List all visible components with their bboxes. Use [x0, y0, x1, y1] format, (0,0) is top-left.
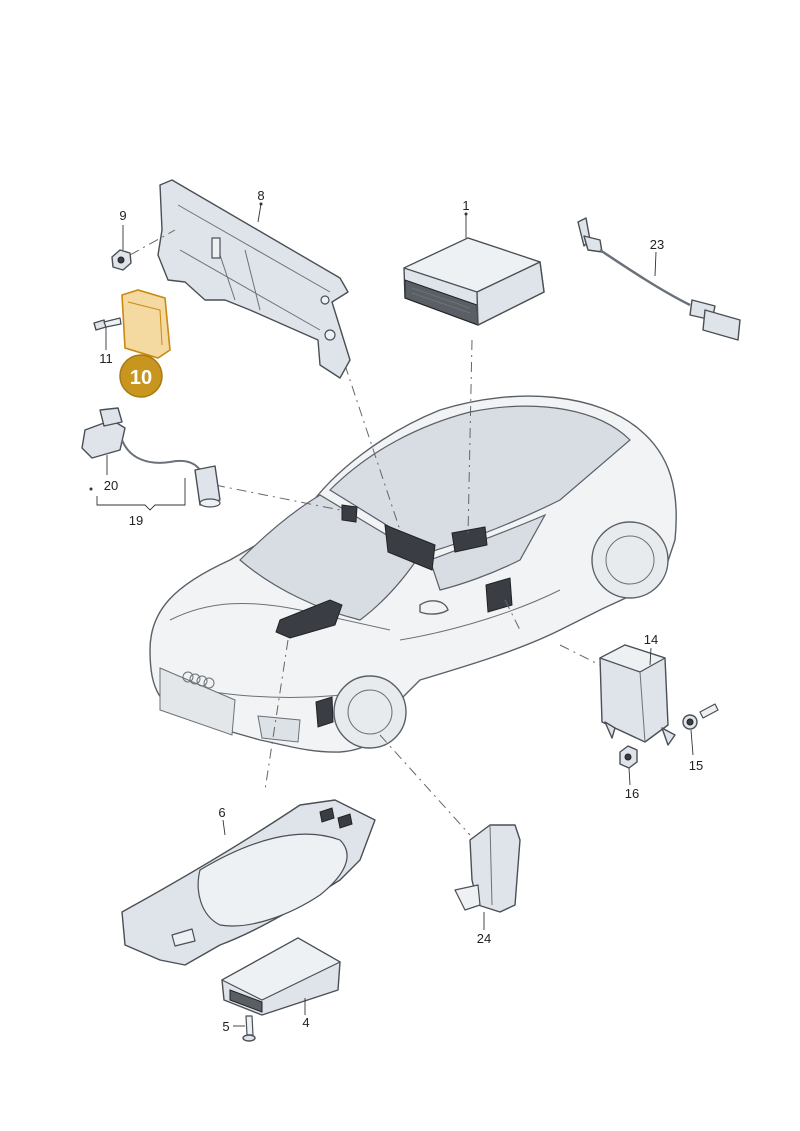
callout-leaders: [89, 202, 694, 1027]
callout-8[interactable]: 8: [257, 188, 264, 203]
bracket-24-icon: [454, 824, 521, 913]
leader-lines: [214, 339, 601, 836]
screw-5-icon: [242, 1015, 256, 1042]
sensor-cable-icon: [81, 407, 221, 508]
callout-20[interactable]: 20: [104, 478, 118, 493]
brand-rings-icon: [182, 671, 215, 689]
callout-19[interactable]: 19: [129, 513, 143, 528]
tray-icon: [121, 799, 376, 966]
vehicle-illustration: [149, 395, 677, 753]
screw-icon: [93, 317, 122, 331]
control-unit-14-icon: [599, 644, 676, 746]
bolt-icon: [682, 703, 719, 730]
callout-24[interactable]: 24: [477, 931, 491, 946]
nut-icon: [111, 229, 176, 271]
part-10-badge[interactable]: 10: [119, 354, 163, 398]
callout-14[interactable]: 14: [644, 632, 658, 647]
callout-9[interactable]: 9: [119, 208, 126, 223]
callout-4[interactable]: 4: [302, 1015, 309, 1030]
callout-23[interactable]: 23: [650, 237, 664, 252]
antenna-cable-icon: [577, 217, 741, 341]
control-unit-icon: [403, 237, 545, 326]
callout-16[interactable]: 16: [625, 786, 639, 801]
callout-6[interactable]: 6: [218, 805, 225, 820]
control-unit-highlighted-icon: [121, 289, 171, 359]
control-unit-4-icon: [221, 937, 341, 1016]
callout-11[interactable]: 11: [99, 351, 113, 366]
callout-labels: 1 4 5 6 8 9 11 14 15 16 19 20 23 24: [99, 188, 703, 1034]
nut-16-icon: [619, 745, 638, 769]
callout-15[interactable]: 15: [689, 758, 703, 773]
callout-5[interactable]: 5: [222, 1019, 229, 1034]
bracket-icon: [157, 179, 351, 379]
callout-1[interactable]: 1: [462, 198, 469, 213]
part-10-badge-text: 10: [130, 367, 152, 389]
